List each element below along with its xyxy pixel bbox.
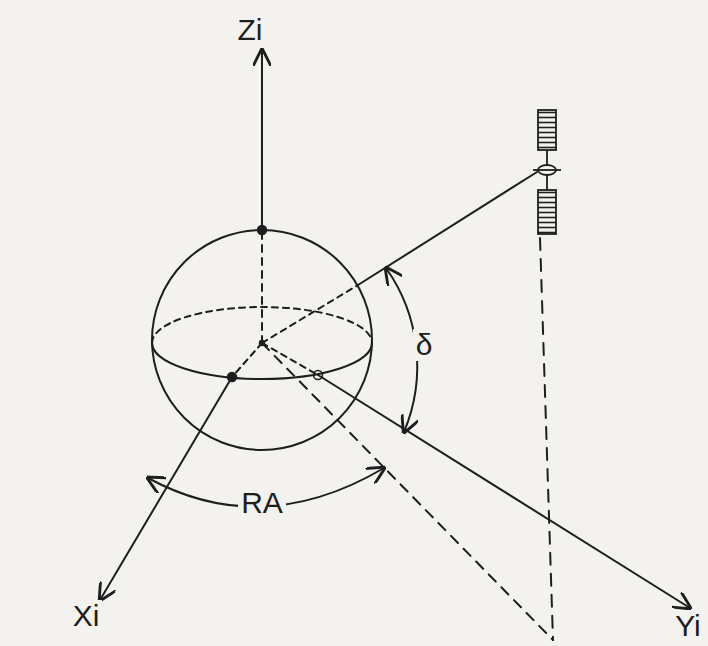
- satellite-line-hidden: [262, 285, 358, 343]
- y-axis: [318, 375, 690, 608]
- x-axis-dot: [228, 373, 237, 382]
- z-axis: [261, 50, 263, 230]
- z-axis-hidden: [261, 230, 263, 343]
- axis-label: RA: [238, 487, 286, 519]
- origin-dot: [260, 341, 265, 346]
- axis-label: δ: [413, 329, 436, 361]
- axis-label: Xi: [70, 600, 103, 632]
- x-axis: [100, 377, 232, 600]
- satellite-drop-line: [540, 238, 553, 640]
- earth-sphere: [152, 230, 372, 450]
- satellite-line: [358, 172, 537, 285]
- satellite-symbol: [533, 110, 561, 234]
- axis-label: Yi: [672, 610, 704, 642]
- x-axis-hidden: [232, 343, 262, 377]
- equator-front: [152, 343, 372, 379]
- axis-label: Zi: [235, 14, 266, 46]
- pole-dot: [258, 226, 267, 235]
- y-axis-dot: [314, 371, 323, 380]
- projection-line: [262, 343, 553, 640]
